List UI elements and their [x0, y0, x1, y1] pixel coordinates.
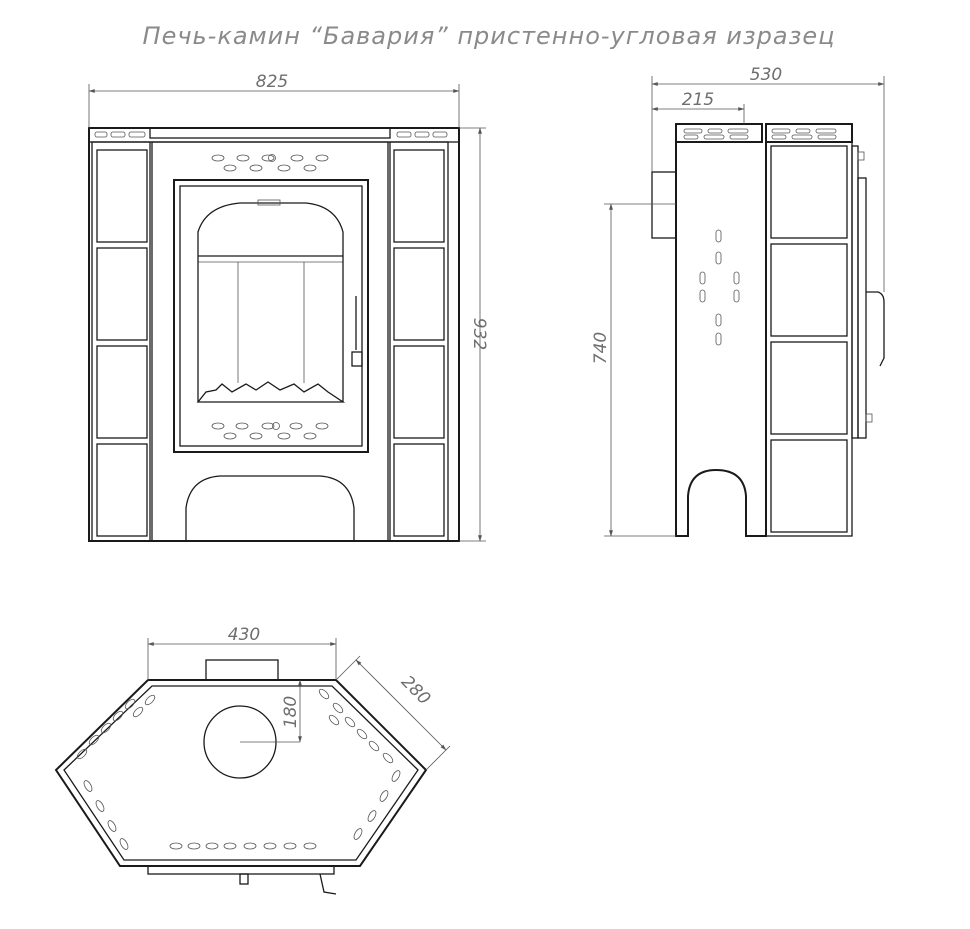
- top-door: [147, 865, 335, 875]
- dim-front-height: 932: [469, 318, 489, 350]
- front-door-handle: [351, 296, 363, 367]
- top-flue: [205, 659, 279, 681]
- firebox-opening: [197, 202, 344, 248]
- dim-top-flue-offset: 180: [281, 696, 301, 728]
- side-door-handle: [866, 291, 885, 367]
- dim-side-flue-height: 740: [591, 332, 611, 364]
- dim-side-flue-offset: 215: [682, 90, 714, 110]
- front-view: 825 932: [88, 72, 489, 542]
- ash-arch: [185, 475, 355, 541]
- side-vents: [699, 229, 740, 346]
- dim-top-side-length: 280: [397, 672, 434, 709]
- front-lower-vents: [211, 422, 329, 440]
- side-view: 530 215 740: [591, 65, 885, 537]
- drawing-title: Печь-камин “Бавария” пристенно-угловая и…: [143, 22, 836, 50]
- dim-front-width: 825: [256, 72, 288, 92]
- flue-pipe: [651, 171, 677, 239]
- front-upper-vents: [211, 154, 329, 172]
- dim-top-rear-width: 430: [228, 625, 260, 645]
- side-tiles: [770, 145, 848, 533]
- top-view: 430 280 180: [54, 625, 451, 895]
- dim-side-depth: 530: [750, 65, 782, 85]
- firebox-grate: [196, 381, 346, 403]
- front-right-tiles: [393, 149, 445, 537]
- front-left-tiles: [96, 149, 148, 537]
- top-vents: [76, 688, 401, 850]
